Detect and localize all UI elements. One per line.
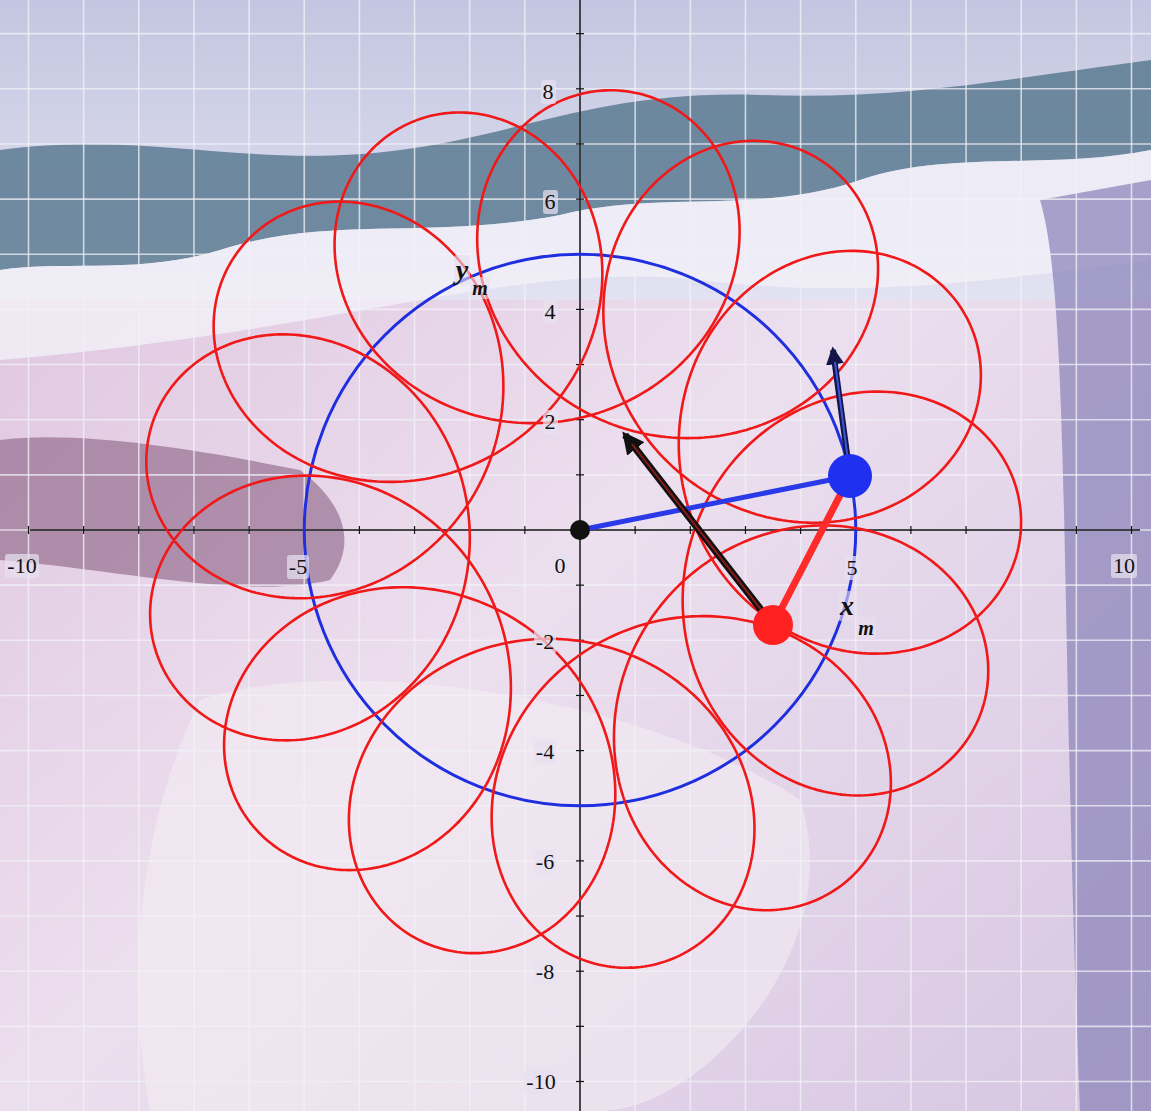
tick-mark	[576, 88, 584, 89]
axes	[29, 0, 1141, 1111]
orbit-circle	[304, 254, 856, 806]
grid-line	[1020, 0, 1022, 1111]
axis-label: y	[454, 255, 470, 286]
tick-mark	[576, 1081, 584, 1082]
tick-mark	[1131, 526, 1132, 534]
tick-mark	[576, 750, 584, 751]
grid-line	[0, 915, 1151, 917]
tick-label: -8	[534, 960, 556, 984]
tick-mark	[910, 526, 911, 534]
grid-line	[745, 0, 747, 1111]
tick-mark	[576, 474, 584, 475]
grid-line	[0, 198, 1151, 200]
tick-mark	[745, 526, 746, 534]
tick-label: -6	[534, 850, 556, 874]
trajectory	[146, 90, 1021, 968]
grid-line	[0, 1081, 1151, 1083]
tick-label: -5	[287, 555, 309, 579]
tick-label: -10	[524, 1070, 557, 1094]
background-glow	[138, 680, 810, 1111]
grid-line	[83, 0, 85, 1111]
tick-mark	[690, 526, 691, 534]
grid-line	[0, 1026, 1151, 1028]
grid-line	[910, 0, 912, 1111]
tick-mark	[138, 526, 139, 534]
grid-line	[138, 0, 140, 1111]
tick-label: 5	[845, 556, 860, 580]
grid-line	[0, 584, 1151, 586]
grid-line	[0, 309, 1151, 311]
tick-mark	[193, 526, 194, 534]
tick-mark	[576, 860, 584, 861]
grid-line	[965, 0, 967, 1111]
grid-line	[414, 0, 416, 1111]
tick-mark	[414, 526, 415, 534]
tick-mark	[576, 695, 584, 696]
axis-label: m	[470, 277, 490, 299]
trajectory-curve	[146, 90, 1021, 968]
tick-mark	[965, 526, 966, 534]
blue-ball	[828, 454, 872, 498]
tick-mark	[576, 309, 584, 310]
tick-mark	[576, 971, 584, 972]
tick-mark	[359, 526, 360, 534]
tick-mark	[1076, 526, 1077, 534]
grid-line	[0, 33, 1151, 35]
tick-mark	[576, 143, 584, 144]
tick-label: 10	[1111, 554, 1137, 578]
tick-label: 4	[543, 300, 558, 324]
tick-label: 6	[543, 190, 558, 214]
grid-line	[248, 0, 250, 1111]
tick-mark	[576, 915, 584, 916]
grid-line	[193, 0, 195, 1111]
tick-label: 8	[541, 80, 556, 104]
background-shadow	[0, 437, 344, 586]
tick-mark	[28, 526, 29, 534]
grid-line	[0, 750, 1151, 752]
y-axis	[579, 0, 581, 1111]
force-arrow-core	[632, 444, 773, 625]
tick-label: -10	[5, 554, 38, 578]
tick-label: -2	[534, 630, 556, 654]
tick-mark	[524, 526, 525, 534]
axis-label: m	[856, 617, 876, 639]
origin-dot	[570, 520, 590, 540]
grid-line	[0, 695, 1151, 697]
radius-vector	[580, 476, 850, 530]
grid-line	[524, 0, 526, 1111]
tick-label: 2	[543, 410, 558, 434]
tick-mark	[576, 199, 584, 200]
grid-line	[0, 970, 1151, 972]
grid-line	[1076, 0, 1078, 1111]
grid-line	[689, 0, 691, 1111]
grid-line	[0, 364, 1151, 366]
grid-line	[634, 0, 636, 1111]
tick-label: 0	[553, 554, 568, 578]
grid-line	[579, 0, 581, 1111]
grid-line	[0, 143, 1151, 145]
tick-mark	[576, 1026, 584, 1027]
tick-label: -4	[534, 740, 556, 764]
tick-mark	[576, 33, 584, 34]
force-arrow	[625, 435, 773, 625]
grid-line	[800, 0, 802, 1111]
axis-label: x	[838, 591, 856, 622]
tick-mark	[576, 585, 584, 586]
grid-line	[0, 860, 1151, 862]
tick-mark	[83, 526, 84, 534]
grid-line	[0, 88, 1151, 90]
tick-mark	[635, 526, 636, 534]
red-ball	[753, 605, 793, 645]
grid-line	[0, 474, 1151, 476]
tick-mark	[249, 526, 250, 534]
